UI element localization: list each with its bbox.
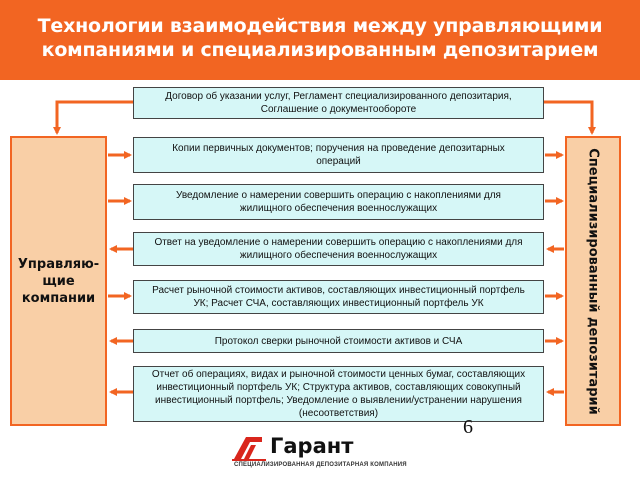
title-line-2: компаниями и специализированным депозита… [41,39,599,61]
managing-companies-line-1: Управляю- [17,256,100,272]
flow-7-line-2: инвестиционный портфель УК; Структура ак… [156,382,521,393]
page-number: 6 [463,416,473,438]
managing-companies-line-2: щие [42,273,75,289]
flow-6-line-1: Протокол сверки рыночной стоимости актив… [214,335,463,347]
garant-logo-mark-icon [232,437,266,461]
flow-box-intent-response: Ответ на уведомление о намерении соверши… [133,232,544,266]
flow-5-line-1: Расчет рыночной стоимости активов, соста… [152,285,525,296]
flow-7-line-3: инвестиционный портфель; Уведомление о в… [155,395,522,406]
flow-1-line-2: Соглашение о документообороте [260,104,417,115]
flow-box-intent-notice: Уведомление о намерении совершить операц… [133,184,544,220]
managing-companies-block: Управляю- щие компании [10,136,107,426]
title-line-1: Технологии взаимодействия между управляю… [37,15,603,37]
flow-7-line-4: (несоответствия) [298,408,379,419]
flow-4-line-2: жилищного обеспечения военнослужащих [239,250,438,261]
specialized-depository-block: Специализированный депозитарий [565,136,621,426]
flow-5-line-2: УК; Расчет СЧА, составляющих инвестицион… [193,298,484,309]
flow-box-primary-documents: Копии первичных документов; поручения на… [133,137,544,173]
logo-name: Гарант [270,434,354,458]
flow-2-line-1: Копии первичных документов; поручения на… [172,143,505,154]
logo-subtitle: СПЕЦИАЛИЗИРОВАННАЯ ДЕПОЗИТАРНАЯ КОМПАНИЯ [234,462,407,468]
garant-logo: Гарант СПЕЦИАЛИЗИРОВАННАЯ ДЕПОЗИТАРНАЯ К… [232,433,408,473]
flow-1-line-1: Договор об указании услуг, Регламент спе… [165,91,512,102]
slide-title: Технологии взаимодействия между управляю… [0,0,640,80]
flow-7-line-1: Отчет об операциях, видах и рыночной сто… [151,369,526,380]
flow-box-market-value-calc: Расчет рыночной стоимости активов, соста… [133,280,544,314]
flow-2-line-2: операций [316,156,361,167]
agreement-arrow-left [53,100,133,135]
managing-companies-line-3: компании [21,290,96,306]
flow-box-reconciliation-protocol: Протокол сверки рыночной стоимости актив… [133,329,544,353]
specialized-depository-label: Специализированный депозитарий [585,147,601,415]
flow-4-line-1: Ответ на уведомление о намерении соверши… [154,237,523,248]
flow-3-line-2: жилищного обеспечения военнослужащих [239,203,438,214]
flow-box-agreement: Договор об указании услуг, Регламент спе… [133,87,544,119]
flow-box-operations-report: Отчет об операциях, видах и рыночной сто… [133,366,544,422]
agreement-arrow-right [544,100,596,135]
flow-3-line-1: Уведомление о намерении совершить операц… [176,190,501,201]
